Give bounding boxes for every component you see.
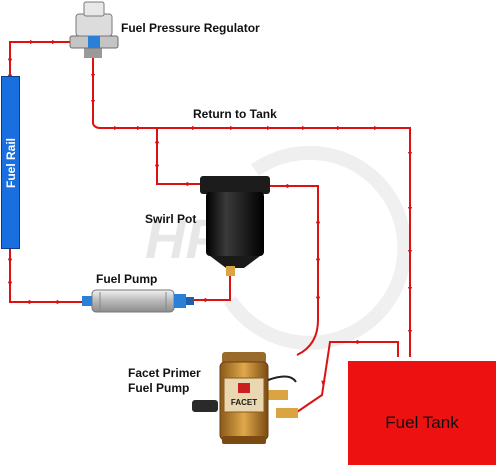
fuel-rail-label: Fuel Rail [3, 137, 18, 188]
regulator-label: Fuel Pressure Regulator [121, 21, 260, 35]
fuel-rail: Fuel Rail [1, 76, 20, 249]
swirl-pot-label: Swirl Pot [145, 212, 197, 226]
fuel-pump-icon [82, 289, 194, 313]
primer-pump-label-line1: Facet Primer [128, 366, 201, 380]
primer-pump-label-line2: Fuel Pump [128, 381, 190, 395]
fuel-lines [9, 41, 411, 413]
swirl-pot-icon [200, 176, 270, 276]
fuel-tank: Fuel Tank [348, 361, 496, 465]
fuel-pump-label: Fuel Pump [96, 272, 158, 286]
fuel-tank-label: Fuel Tank [385, 413, 459, 432]
facet-primer-pump-icon: FACET [192, 352, 298, 444]
hpp-watermark: HPP [145, 145, 412, 350]
return-to-tank-label: Return to Tank [193, 107, 277, 121]
fuel-pressure-regulator-icon [69, 1, 119, 58]
facet-logo-text: FACET [231, 398, 257, 407]
